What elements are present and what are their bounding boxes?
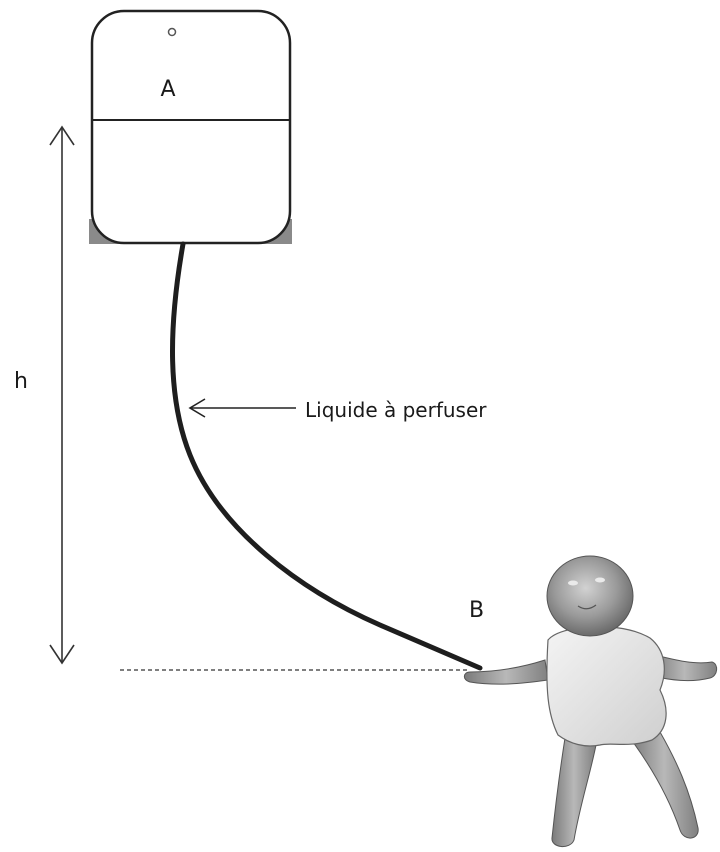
bag-outline bbox=[90, 9, 292, 245]
height-arrow bbox=[49, 125, 75, 665]
baby-left-leg bbox=[551, 737, 597, 847]
baby-shirt bbox=[546, 625, 667, 747]
baby-left-eye bbox=[568, 580, 578, 586]
baby-patient bbox=[463, 555, 718, 847]
infusion-tube bbox=[170, 241, 483, 671]
hanging-hole bbox=[167, 27, 177, 37]
label-h: h bbox=[14, 369, 28, 394]
baby-right-arm bbox=[651, 654, 718, 682]
baby-right-eye bbox=[595, 577, 605, 583]
label-tube: Liquide à perfuser bbox=[305, 398, 487, 422]
label-a: A bbox=[160, 77, 175, 102]
tube-pointer-arrow bbox=[188, 398, 296, 418]
baby-mouth bbox=[577, 604, 597, 610]
baby-right-leg bbox=[629, 731, 699, 839]
arrowhead-top bbox=[49, 125, 75, 146]
baby-left-arm bbox=[463, 659, 549, 685]
label-b: B bbox=[469, 598, 484, 623]
infusion-bag bbox=[89, 9, 292, 245]
arrowhead-bottom bbox=[49, 644, 75, 665]
baby-head bbox=[546, 555, 634, 637]
